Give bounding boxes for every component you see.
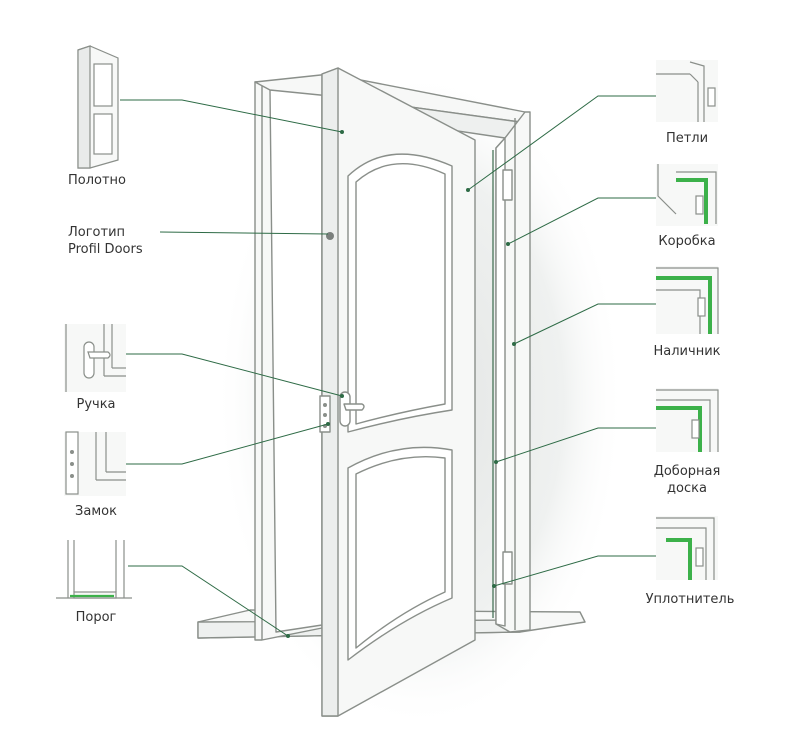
- leader-leaf: [120, 99, 343, 133]
- label-seal: Уплотнитель: [645, 592, 735, 607]
- door-handle: [339, 391, 365, 427]
- label-logo-line1: Логотип: [68, 225, 126, 240]
- upper-panel: [347, 153, 453, 433]
- label-lock: Замок: [75, 504, 117, 519]
- frame-thumbnail: [656, 164, 718, 226]
- leaf-thumbnail: [77, 45, 119, 169]
- seal-thumbnail: [656, 516, 718, 580]
- jamb-hinge-top: [502, 169, 513, 201]
- leader-logo: [159, 231, 329, 235]
- threshold-thumbnail: [56, 540, 132, 599]
- extension-board-thumbnail: [656, 388, 719, 452]
- leader-handle: [126, 353, 343, 397]
- leader-frame: [507, 197, 656, 245]
- logo-dot: [326, 232, 334, 240]
- leader-threshold: [128, 565, 289, 637]
- leader-lines: [120, 95, 656, 637]
- lock-thumbnail: [64, 431, 126, 496]
- lower-panel: [347, 446, 453, 661]
- jamb-hinge-bottom: [502, 551, 513, 585]
- leader-casing: [513, 303, 656, 345]
- leader-extension: [495, 427, 656, 463]
- main-door-illustration: [197, 67, 586, 717]
- leader-dots: [286, 130, 516, 638]
- label-casing: Наличник: [653, 344, 721, 359]
- hinges-thumbnail: [656, 60, 718, 122]
- label-hinges: Петли: [665, 131, 709, 146]
- label-logo-line2: Profil Doors: [68, 242, 143, 257]
- label-handle: Ручка: [76, 397, 116, 412]
- label-threshold: Порог: [75, 610, 117, 625]
- leader-lock: [126, 423, 329, 465]
- casing-thumbnail: [656, 266, 719, 334]
- lock-plate: [319, 395, 331, 433]
- handle-thumbnail: [64, 324, 126, 392]
- label-frame: Коробка: [658, 234, 716, 249]
- label-extension-line1: Доборная: [653, 464, 721, 479]
- leader-seal: [493, 555, 656, 587]
- label-leaf: Полотно: [67, 173, 127, 188]
- leader-hinges: [467, 95, 656, 191]
- label-extension-line2: доска: [667, 481, 707, 496]
